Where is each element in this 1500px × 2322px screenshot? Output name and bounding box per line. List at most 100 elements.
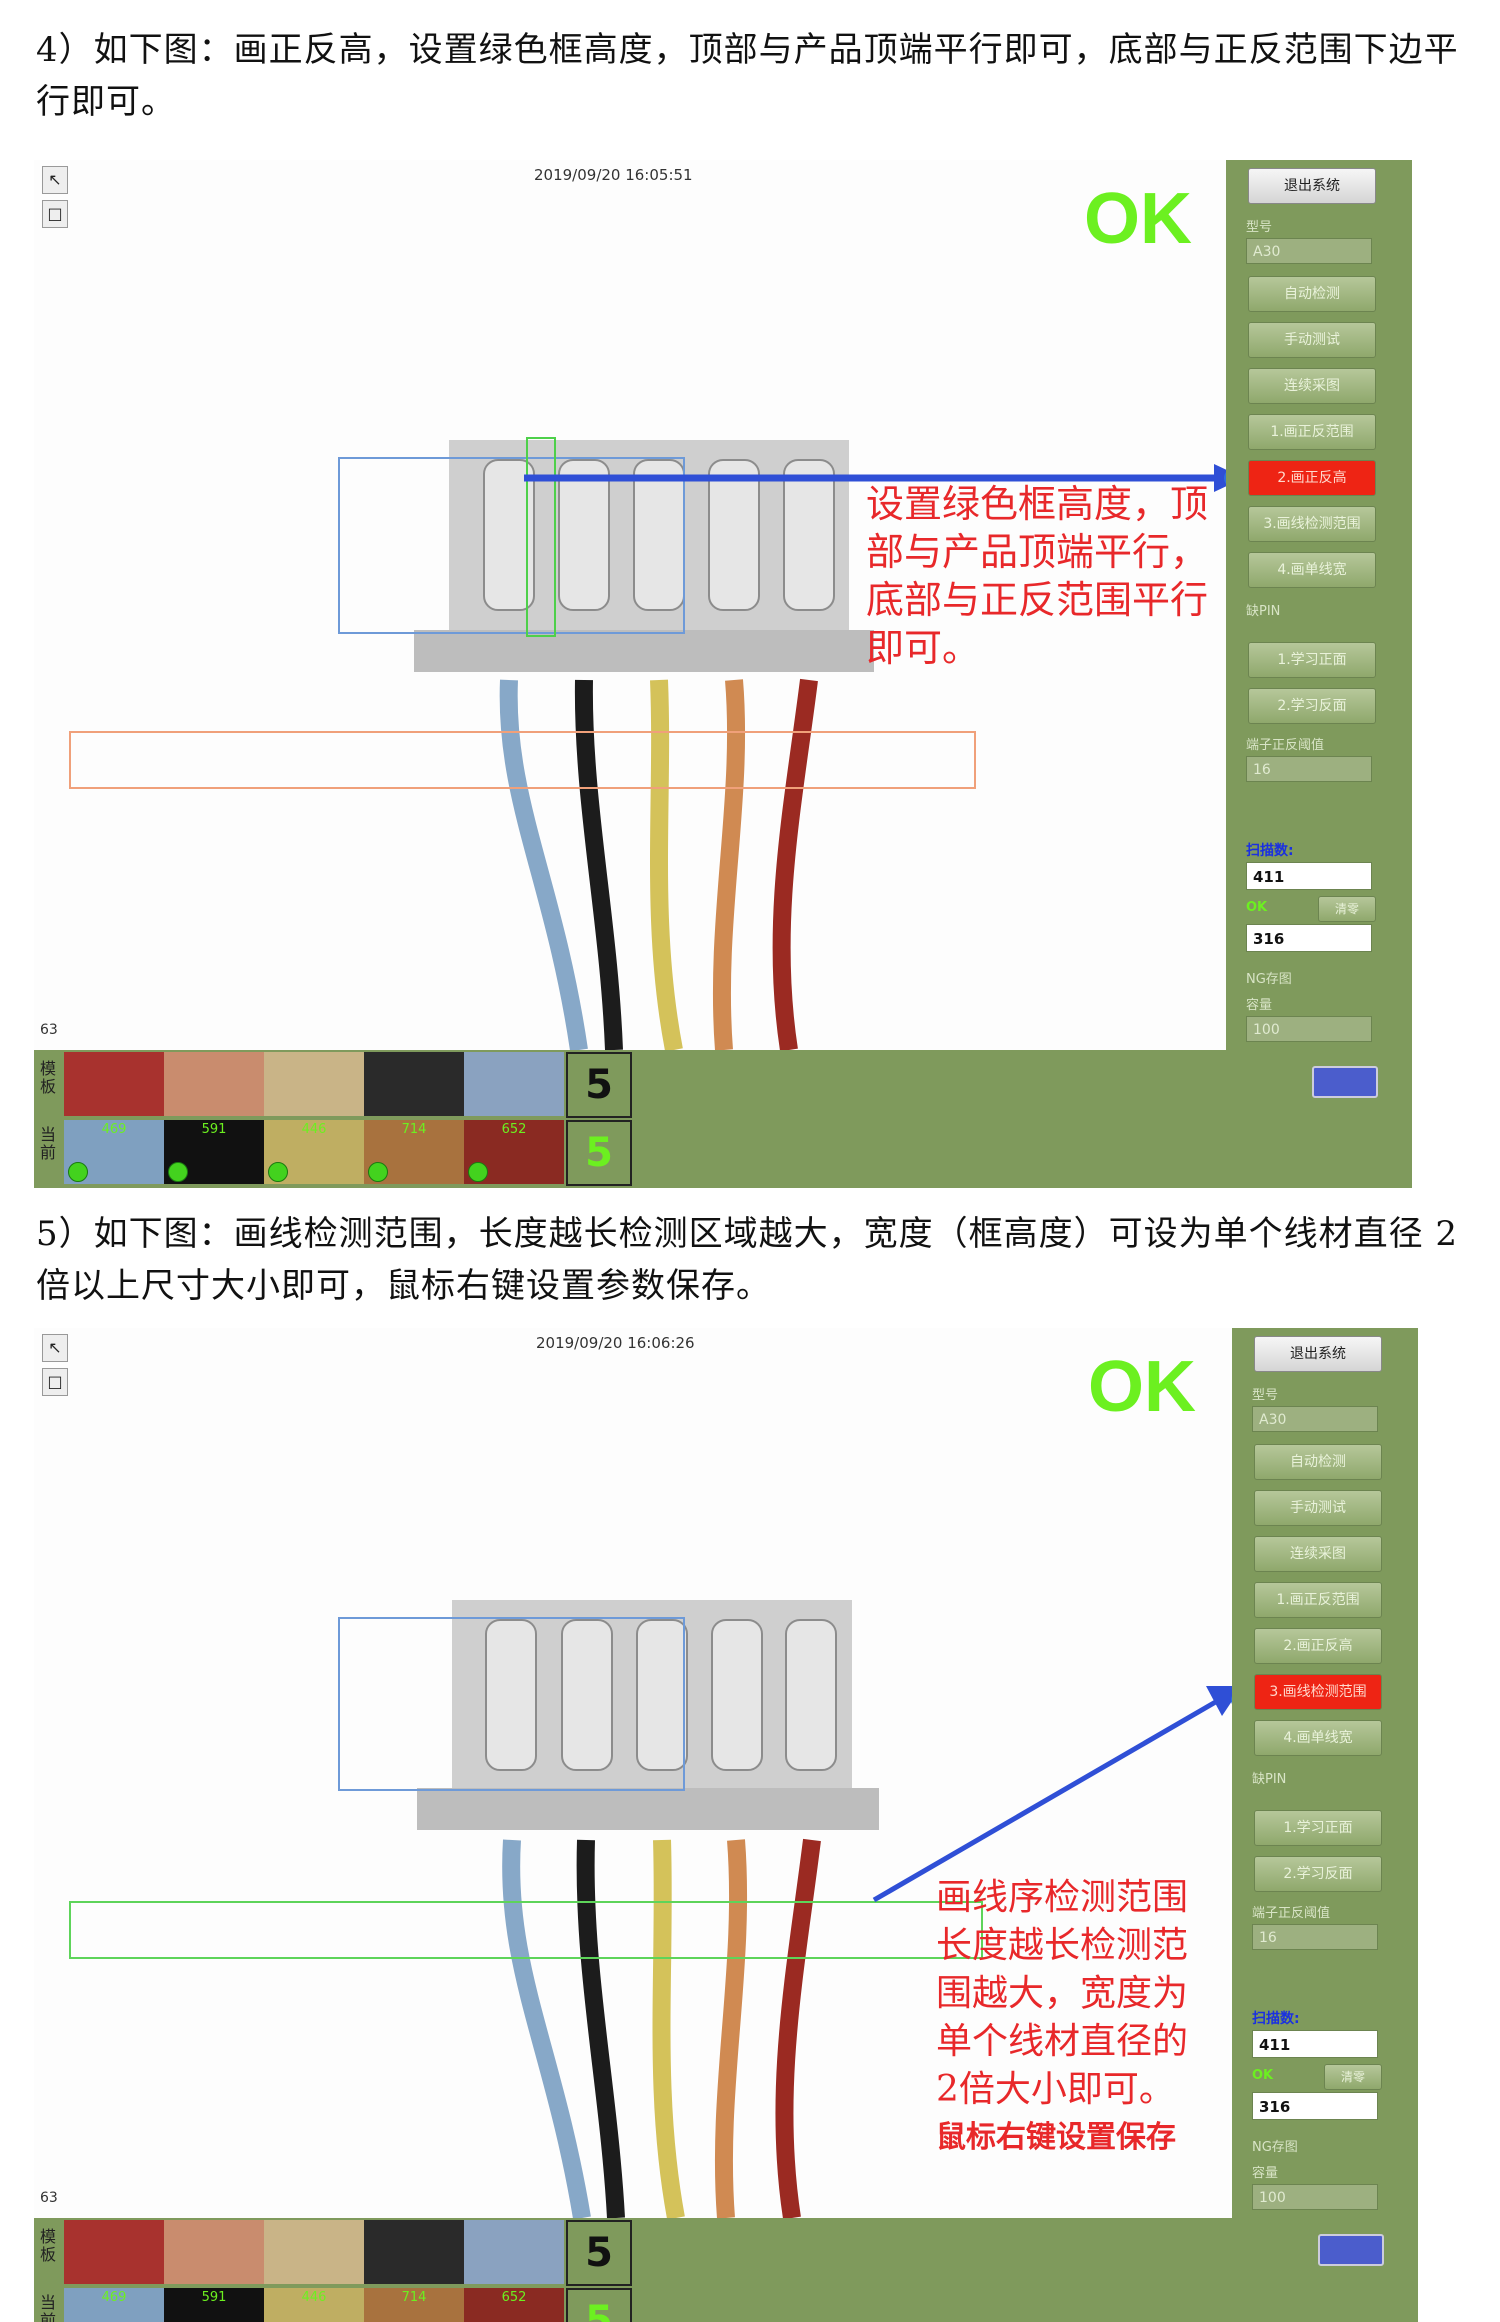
blue-range-box xyxy=(338,1617,685,1791)
draw-line-range-button[interactable]: 3.画线检测范围 xyxy=(1248,506,1376,542)
missing-pin-checkbox[interactable]: 缺PIN xyxy=(1246,604,1281,619)
blue-range-box xyxy=(338,457,685,634)
connector-image xyxy=(69,437,1226,1050)
annotation-text: 画线序检测范围 长度越长检测范 围越大，宽度为 单个线材直径的 2倍大小即可。 … xyxy=(936,1874,1188,2162)
current-value: 652 xyxy=(501,2290,527,2305)
swatch-strip: 模板 5 当前 469 591 446 714 652 5 xyxy=(34,1050,1226,1188)
paragraph-step-4: 4）如下图：画正反高，设置绿色框高度，顶部与产品顶端平行即可，底部与正反范围下边… xyxy=(36,30,1459,122)
current-swatch: 446 xyxy=(264,1120,364,1184)
auto-detect-button[interactable]: 自动检测 xyxy=(1248,276,1376,312)
annotation-line: 底部与正反范围平行 xyxy=(866,578,1209,622)
model-label: 型号 xyxy=(1246,220,1273,235)
swatch-strip: 模板 5 当前 469 591 446 714 652 5 xyxy=(34,2218,1232,2322)
draw-line-width-button[interactable]: 4.画单线宽 xyxy=(1248,552,1376,588)
current-count: 5 xyxy=(566,1120,632,1186)
learn-back-button[interactable]: 2.学习反面 xyxy=(1254,1856,1382,1892)
status-dot-icon xyxy=(268,1162,288,1182)
status-dot-icon xyxy=(468,1162,488,1182)
learn-front-button[interactable]: 1.学习正面 xyxy=(1248,642,1376,678)
wire-blue xyxy=(502,1839,591,2218)
capacity-input[interactable]: 100 xyxy=(1252,2184,1378,2210)
continuous-capture-button[interactable]: 连续采图 xyxy=(1254,1536,1382,1572)
threshold-label: 端子正反阈值 xyxy=(1246,738,1325,753)
keyboard-icon[interactable] xyxy=(1318,2234,1384,2266)
threshold-input[interactable]: 16 xyxy=(1252,1924,1378,1950)
clear-button[interactable]: 清零 xyxy=(1324,2064,1382,2090)
template-count: 5 xyxy=(566,1052,632,1118)
auto-detect-button[interactable]: 自动检测 xyxy=(1254,1444,1382,1480)
current-value: 446 xyxy=(301,2290,327,2305)
draw-line-range-button[interactable]: 3.画线检测范围 xyxy=(1254,1674,1382,1710)
template-swatch xyxy=(464,2220,564,2284)
rectangle-tool-icon[interactable]: □ xyxy=(42,200,68,228)
status-dot-icon xyxy=(168,1162,188,1182)
draw-height-button[interactable]: 2.画正反高 xyxy=(1254,1628,1382,1664)
model-select[interactable]: A30 xyxy=(1246,238,1372,264)
current-swatch: 652 xyxy=(464,2288,564,2322)
pointer-tool-icon[interactable]: ↖ xyxy=(42,166,68,194)
threshold-label: 端子正反阈值 xyxy=(1252,1906,1331,1921)
wire-red xyxy=(775,1838,821,2218)
current-swatch: 591 xyxy=(164,1120,264,1184)
control-panel: 退出系统 型号 A30 自动检测 手动测试 连续采图 1.画正反范围 2.画正反… xyxy=(1226,160,1412,1188)
template-swatch xyxy=(364,1052,464,1116)
wire-orange xyxy=(714,1839,748,2218)
status-dot-icon xyxy=(68,1162,88,1182)
draw-height-button[interactable]: 2.画正反高 xyxy=(1248,460,1376,496)
draw-range-button[interactable]: 1.画正反范围 xyxy=(1248,414,1376,450)
continuous-capture-button[interactable]: 连续采图 xyxy=(1248,368,1376,404)
current-value: 446 xyxy=(301,1122,327,1137)
template-swatch xyxy=(364,2220,464,2284)
scan-count-label: 扫描数: xyxy=(1246,843,1294,859)
rectangle-tool-icon[interactable]: □ xyxy=(42,1368,68,1396)
exit-system-button[interactable]: 退出系统 xyxy=(1248,168,1376,204)
manual-test-button[interactable]: 手动测试 xyxy=(1248,322,1376,358)
ok-count-label: OK xyxy=(1246,900,1268,915)
scan-count-label: 扫描数: xyxy=(1252,2011,1300,2027)
current-value: 591 xyxy=(201,1122,227,1137)
current-value: 714 xyxy=(401,1122,427,1137)
clear-button[interactable]: 清零 xyxy=(1318,896,1376,922)
annotation-line: 围越大，宽度为 xyxy=(936,1973,1189,2014)
wire-orange xyxy=(712,679,746,1050)
current-swatch: 591 xyxy=(164,2288,264,2322)
ok-count-value: 316 xyxy=(1246,924,1372,952)
annotation-line: 部与产品顶端平行， xyxy=(866,530,1209,574)
current-swatch: 446 xyxy=(264,2288,364,2322)
current-value: 714 xyxy=(401,2290,427,2305)
template-swatch xyxy=(64,1052,164,1116)
annotation-line: 长度越长检测范 xyxy=(936,1925,1189,1966)
camera-view: ↖ □ 2019/09/20 16:06:26 OK xyxy=(34,1328,1232,2218)
control-panel: 退出系统 型号 A30 自动检测 手动测试 连续采图 1.画正反范围 2.画正反… xyxy=(1232,1328,1418,2322)
keyboard-icon[interactable] xyxy=(1312,1066,1378,1098)
ng-save-checkbox[interactable]: NG存图 xyxy=(1246,972,1292,987)
scan-count-value: 411 xyxy=(1252,2030,1378,2058)
capacity-input[interactable]: 100 xyxy=(1246,1016,1372,1042)
frame-counter: 63 xyxy=(40,2190,58,2206)
annotation-text: 设置绿色框高度，顶 部与产品顶端平行， 底部与正反范围平行 即可。 xyxy=(866,480,1208,672)
learn-front-button[interactable]: 1.学习正面 xyxy=(1254,1810,1382,1846)
manual-test-button[interactable]: 手动测试 xyxy=(1254,1490,1382,1526)
connector-image xyxy=(69,1600,1232,2218)
template-swatch xyxy=(164,1052,264,1116)
current-swatch: 469 xyxy=(64,1120,164,1184)
template-swatch xyxy=(464,1052,564,1116)
current-swatch: 652 xyxy=(464,1120,564,1184)
frame-counter: 63 xyxy=(40,1022,58,1038)
wire-red xyxy=(772,678,818,1050)
draw-range-button[interactable]: 1.画正反范围 xyxy=(1254,1582,1382,1618)
ng-save-checkbox[interactable]: NG存图 xyxy=(1252,2140,1298,2155)
exit-system-button[interactable]: 退出系统 xyxy=(1254,1336,1382,1372)
paragraph-step-5: 5）如下图：画线检测范围，长度越长检测区域越大，宽度（框高度）可设为单个线材直径… xyxy=(36,1214,1459,1306)
pointer-tool-icon[interactable]: ↖ xyxy=(42,1334,68,1362)
status-dot-icon xyxy=(368,1162,388,1182)
learn-back-button[interactable]: 2.学习反面 xyxy=(1248,688,1376,724)
threshold-input[interactable]: 16 xyxy=(1246,756,1372,782)
model-select[interactable]: A30 xyxy=(1252,1406,1378,1432)
template-label: 模板 xyxy=(39,1059,56,1096)
template-count: 5 xyxy=(566,2220,632,2286)
draw-line-width-button[interactable]: 4.画单线宽 xyxy=(1254,1720,1382,1756)
missing-pin-checkbox[interactable]: 缺PIN xyxy=(1252,1772,1287,1787)
current-value: 591 xyxy=(201,2290,227,2305)
template-swatch xyxy=(264,1052,364,1116)
